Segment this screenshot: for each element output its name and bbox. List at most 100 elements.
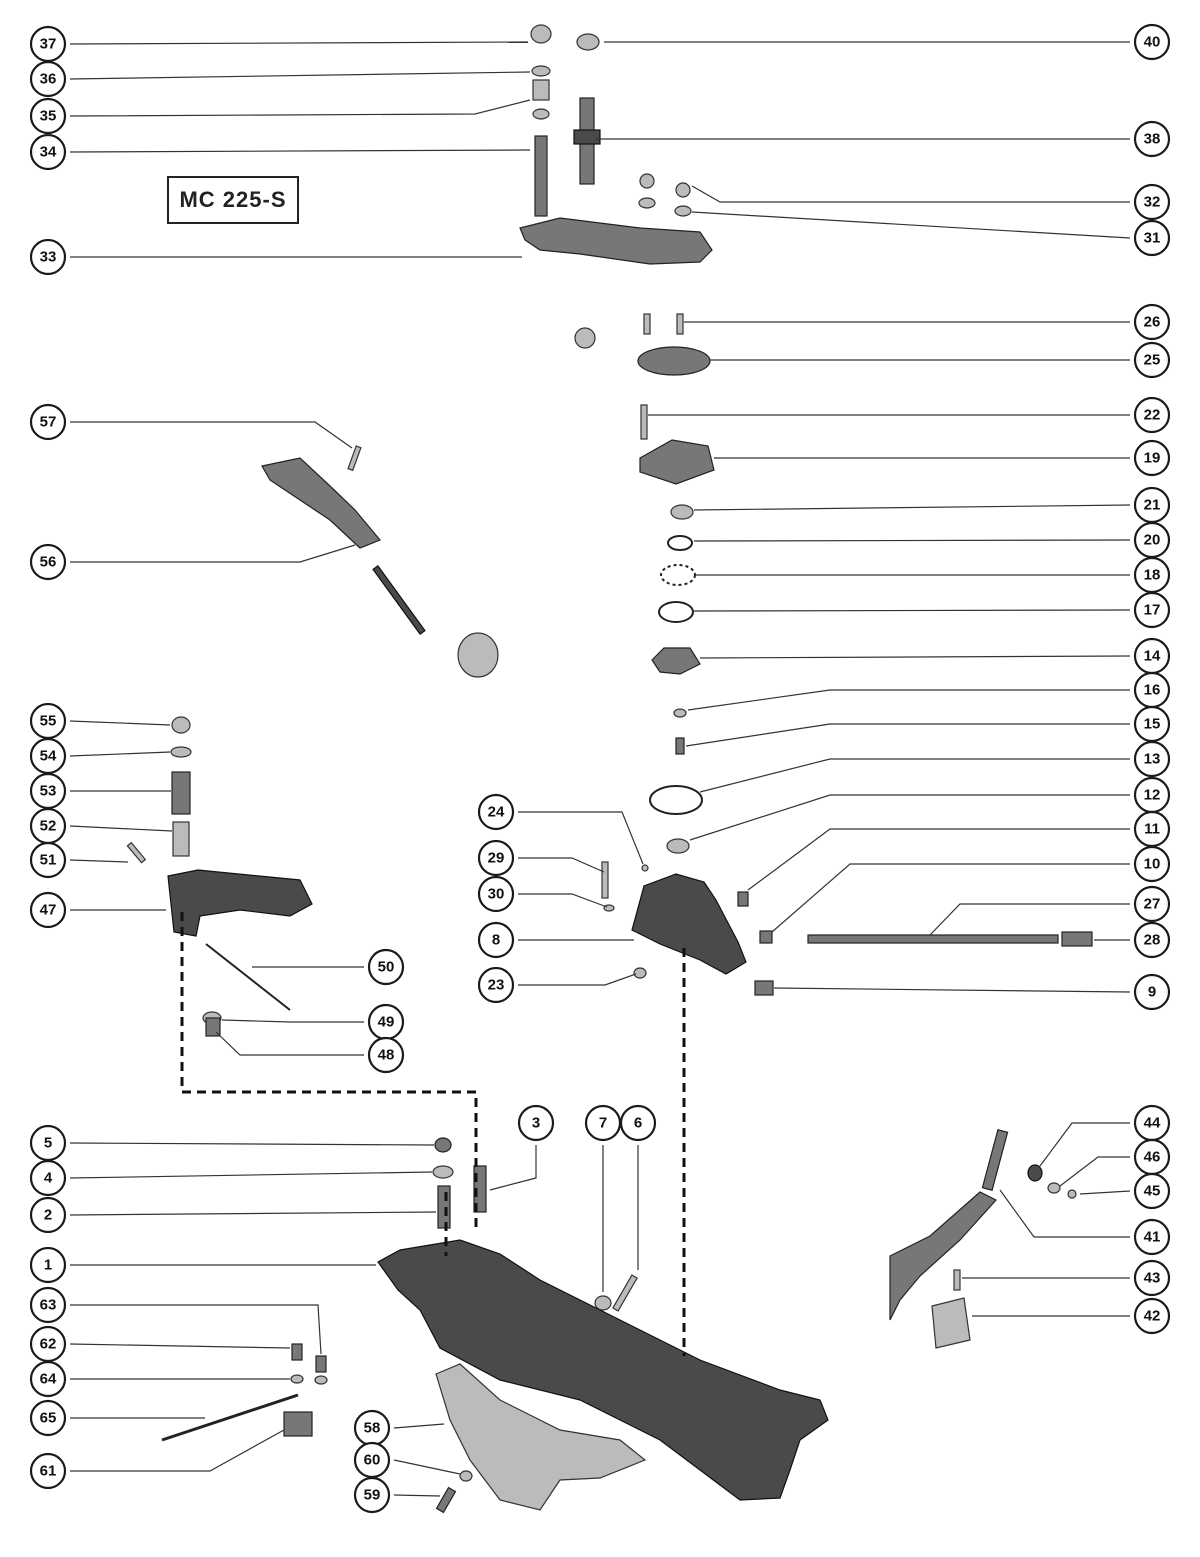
callout-33: 33 <box>29 238 67 276</box>
callout-number-65: 65 <box>40 1410 57 1427</box>
leader-line-15 <box>685 723 1130 747</box>
leader-line-32 <box>691 185 1130 203</box>
callout-number-62: 62 <box>40 1336 57 1353</box>
callout-60: 60 <box>353 1441 391 1479</box>
leader-line-44 <box>1039 1122 1130 1167</box>
leader-line-37 <box>69 41 529 45</box>
part-37-nut <box>530 24 552 44</box>
leader-line-51 <box>69 859 129 863</box>
callout-61: 61 <box>29 1452 67 1490</box>
callout-30: 30 <box>477 875 515 913</box>
callout-number-42: 42 <box>1144 1308 1161 1325</box>
callout-circle-42 <box>1133 1297 1171 1335</box>
part-57-pin <box>347 445 362 472</box>
part-64-washer-b <box>314 1375 328 1385</box>
leader-line-27 <box>929 903 1130 936</box>
callout-circle-63 <box>29 1286 67 1324</box>
callout-51: 51 <box>29 841 67 879</box>
callout-64: 64 <box>29 1360 67 1398</box>
callout-36: 36 <box>29 60 67 98</box>
callout-27: 27 <box>1133 885 1171 923</box>
callout-number-49: 49 <box>378 1014 395 1031</box>
callout-circle-47 <box>29 891 67 929</box>
callout-number-5: 5 <box>44 1135 52 1152</box>
leader-line-59 <box>393 1494 441 1497</box>
callout-circle-33 <box>29 238 67 276</box>
callout-13: 13 <box>1133 740 1171 778</box>
callout-circle-64 <box>29 1360 67 1398</box>
callout-21: 21 <box>1133 486 1171 524</box>
callout-11: 11 <box>1133 810 1171 848</box>
leader-line-13 <box>699 758 1130 793</box>
leader-line-31 <box>691 211 1131 239</box>
callout-circle-31 <box>1133 219 1171 257</box>
callout-54: 54 <box>29 737 67 775</box>
callout-number-51: 51 <box>40 852 57 869</box>
leader-line-23 <box>518 973 637 986</box>
part-50-wire <box>205 943 291 1011</box>
part-2-stud <box>437 1185 451 1229</box>
callout-58: 58 <box>353 1409 391 1447</box>
part-35-bushing <box>532 79 550 101</box>
callout-number-15: 15 <box>1144 716 1161 733</box>
callout-circle-36 <box>29 60 67 98</box>
callout-55: 55 <box>29 702 67 740</box>
callout-35: 35 <box>29 97 67 135</box>
callout-43: 43 <box>1133 1259 1171 1297</box>
callout-6: 6 <box>619 1104 657 1142</box>
callout-50: 50 <box>367 948 405 986</box>
callout-15: 15 <box>1133 705 1171 743</box>
callout-48: 48 <box>367 1036 405 1074</box>
callout-number-38: 38 <box>1144 131 1161 148</box>
callout-32: 32 <box>1133 183 1171 221</box>
part-63-screw <box>315 1355 327 1373</box>
callout-23: 23 <box>477 966 515 1004</box>
leader-line-30 <box>518 893 608 908</box>
callout-46: 46 <box>1133 1138 1171 1176</box>
callout-circle-65 <box>29 1399 67 1437</box>
leader-line-12 <box>689 794 1130 841</box>
callout-circle-13 <box>1133 740 1171 778</box>
leader-line-29 <box>518 857 605 873</box>
leader-line-57 <box>70 421 353 449</box>
callout-22: 22 <box>1133 396 1171 434</box>
part-46-clip <box>1047 1182 1061 1194</box>
callout-14: 14 <box>1133 637 1171 675</box>
part-13-oring <box>649 785 703 815</box>
part-43-pin <box>953 1269 961 1291</box>
callout-circle-19 <box>1133 439 1171 477</box>
part-42-plate <box>931 1297 971 1349</box>
callout-number-11: 11 <box>1144 821 1160 838</box>
callout-circle-50 <box>367 948 405 986</box>
leader-line-49 <box>221 1019 364 1023</box>
part-62-screw <box>291 1343 303 1361</box>
part-33-lever <box>519 217 713 265</box>
callout-4: 4 <box>29 1159 67 1197</box>
callout-17: 17 <box>1133 591 1171 629</box>
callout-5: 5 <box>29 1124 67 1162</box>
part-18-spring <box>660 564 696 586</box>
callout-number-53: 53 <box>40 783 57 800</box>
part-8-valve-body <box>631 873 747 975</box>
callout-3: 3 <box>517 1104 555 1142</box>
callout-circle-4 <box>29 1159 67 1197</box>
part-24-pin <box>641 864 649 872</box>
callout-42: 42 <box>1133 1297 1171 1335</box>
callout-number-52: 52 <box>40 818 57 835</box>
callout-circle-41 <box>1133 1218 1171 1256</box>
callout-number-63: 63 <box>40 1297 57 1314</box>
callout-circle-24 <box>477 793 515 831</box>
callout-number-37: 37 <box>40 36 57 53</box>
callout-number-40: 40 <box>1144 34 1161 51</box>
leader-line-4 <box>69 1171 433 1179</box>
leader-line-56 <box>70 544 356 563</box>
callout-12: 12 <box>1133 776 1171 814</box>
parts-illustrations <box>126 24 1093 1514</box>
leader-line-10 <box>771 863 1130 933</box>
part-10-fitting <box>759 930 773 944</box>
leader-line-63 <box>70 1304 322 1355</box>
leader-lines <box>69 41 1131 1497</box>
callout-number-44: 44 <box>1144 1115 1161 1132</box>
callout-47: 47 <box>29 891 67 929</box>
